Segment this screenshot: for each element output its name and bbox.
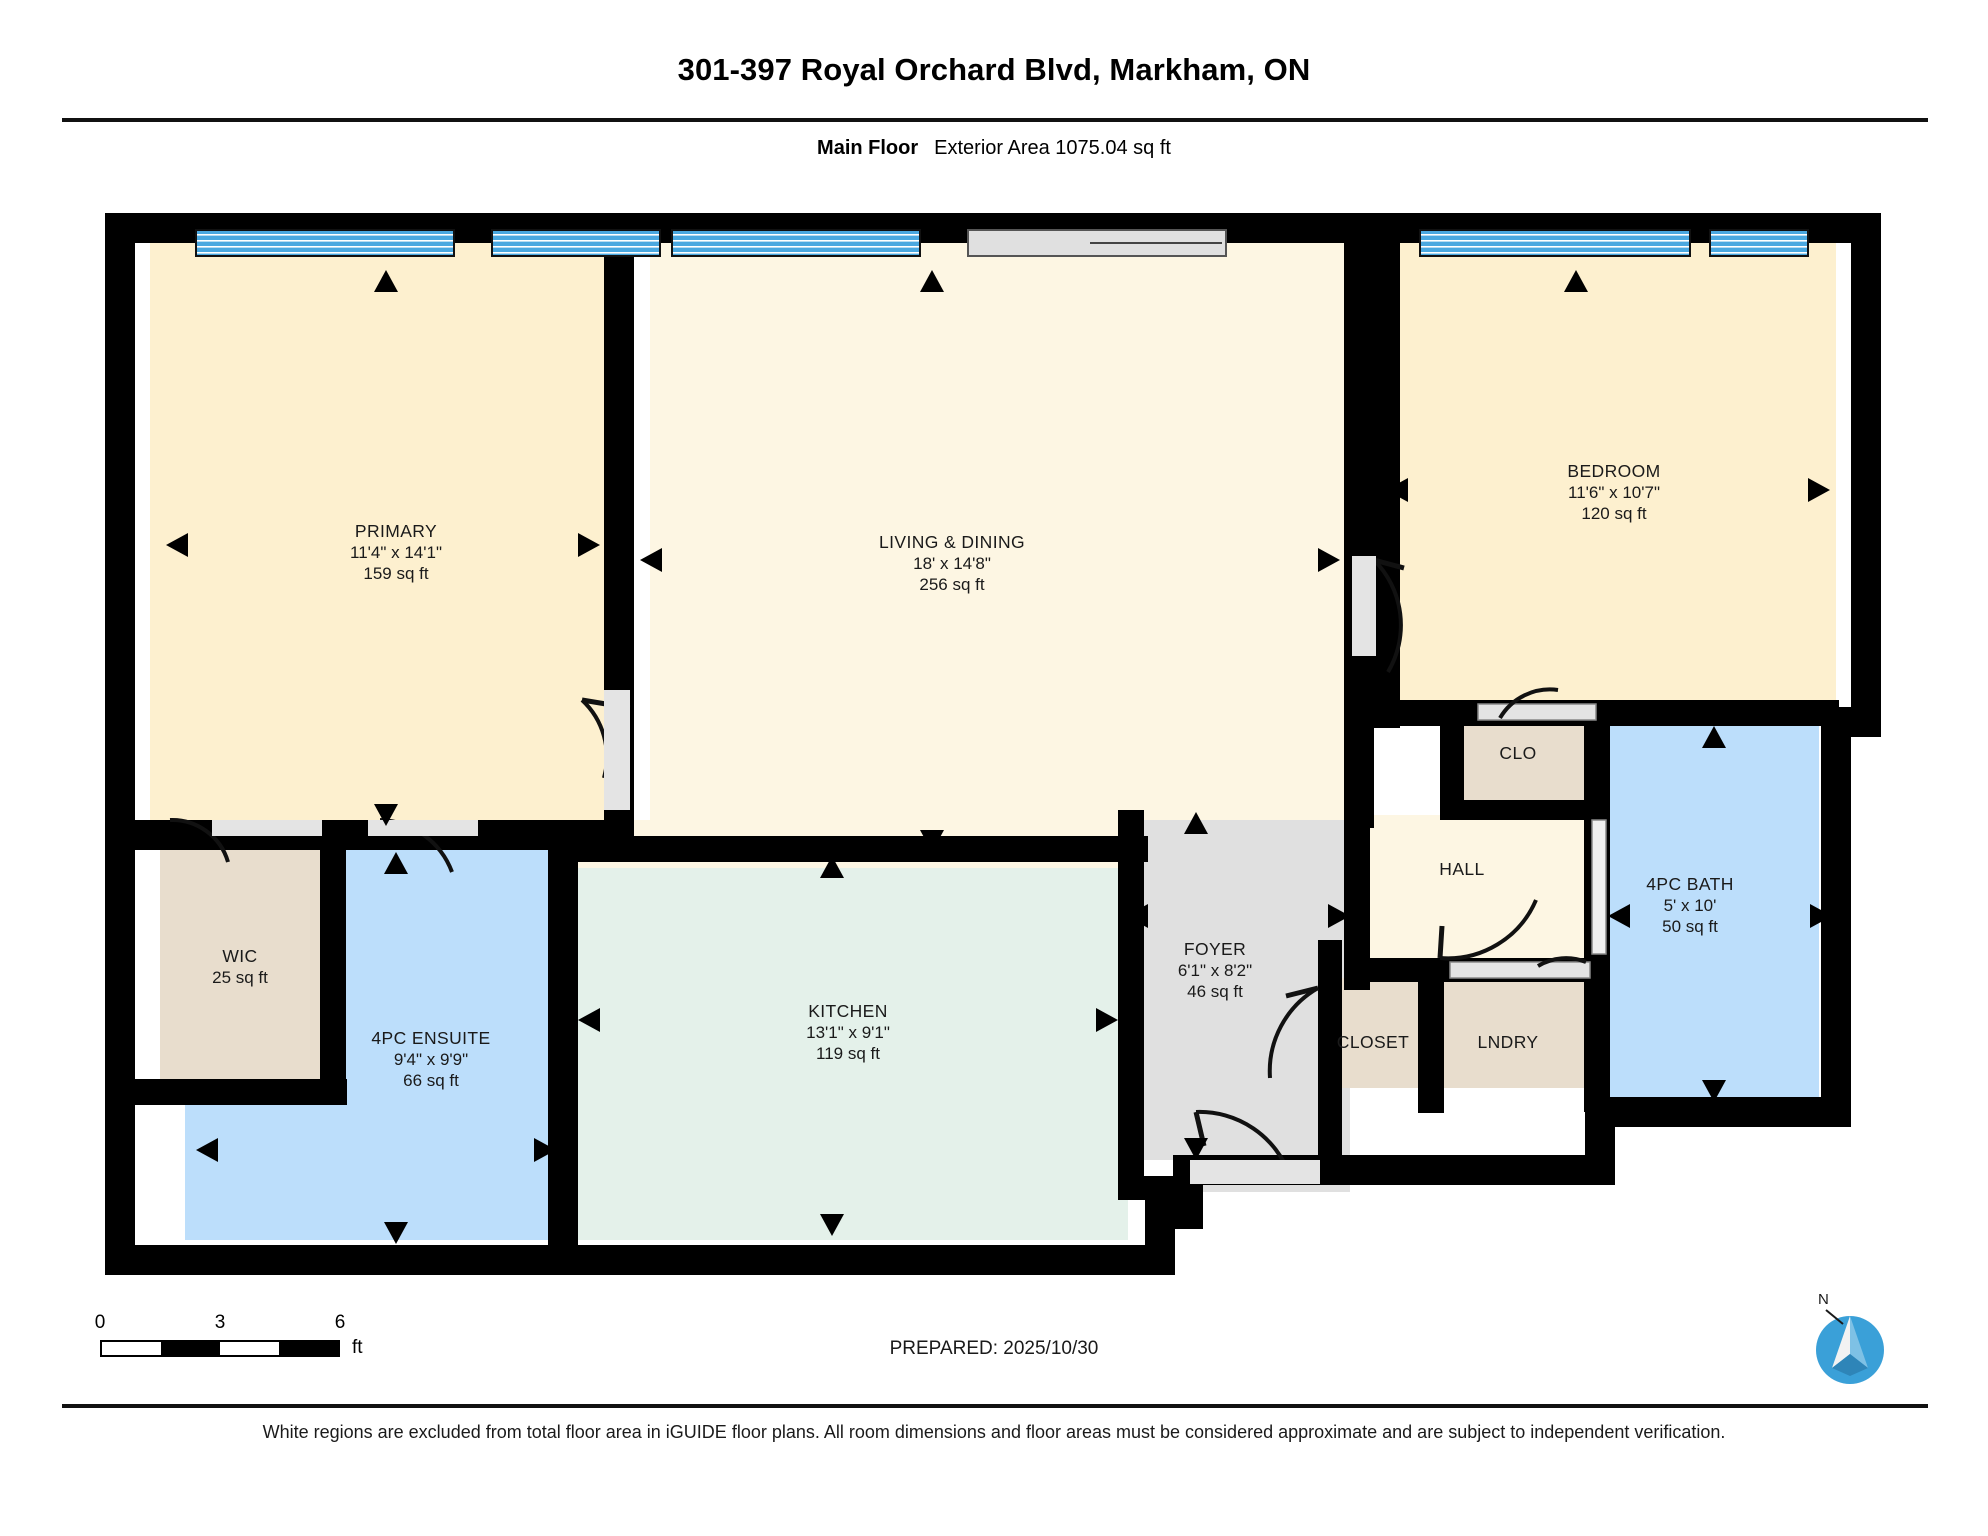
- dim-arrow-living-right: [1318, 548, 1340, 572]
- door-clo: [1477, 703, 1597, 721]
- exterior-area-label: Exterior Area 1075.04 sq ft: [934, 137, 1171, 159]
- dim-arrow-foyer-left: [1126, 904, 1148, 928]
- wall-hall-left: [1344, 700, 1370, 990]
- windows: [195, 229, 1809, 257]
- door-bedroom: [1372, 558, 1403, 674]
- scale-tick-6: 6: [334, 1312, 346, 1333]
- dim-arrow-primary-down: [374, 804, 398, 826]
- dim-arrow-foyer-down: [1184, 1138, 1208, 1160]
- footer-divider: [62, 1404, 1928, 1408]
- wall-living-kitchen: [548, 836, 1148, 862]
- dim-arrow-bath-right: [1810, 904, 1832, 928]
- door-entry-jamb: [1190, 1160, 1320, 1184]
- dim-arrow-primary-up: [374, 270, 398, 292]
- door-clo-swing: [1498, 687, 1559, 720]
- window-bedroom-right: [1709, 229, 1809, 257]
- room-fill-bath: [1607, 718, 1819, 1098]
- room-fill-closet: [1338, 978, 1423, 1088]
- door-bedroom-leaf: [1373, 557, 1405, 571]
- door-lndry-swing: [1536, 956, 1587, 968]
- wall-kitchen-foyer: [1118, 810, 1144, 1200]
- door-bedroom-jamb: [1352, 556, 1376, 656]
- dim-arrow-ensuite-up: [384, 852, 408, 874]
- window-primary-right: [491, 229, 661, 257]
- room-fills: [150, 243, 1836, 1240]
- window-living-left: [671, 229, 921, 257]
- doors: [169, 556, 1607, 1184]
- room-fill-ensuite: [185, 845, 560, 1240]
- room-fill-clo: [1462, 718, 1602, 808]
- room-fill-kitchen: [578, 868, 1128, 1240]
- door-lndry: [1449, 961, 1591, 979]
- room-fill-foyer: [1128, 820, 1350, 1192]
- dim-arrow-bath-down: [1702, 1080, 1726, 1102]
- floor-label: Main Floor: [817, 137, 919, 159]
- scale-tick-labels: 0 3 6: [95, 1312, 360, 1338]
- dim-arrow-primary-right: [578, 533, 600, 557]
- floor-subtitle: Main Floor Exterior Area 1075.04 sq ft: [0, 137, 1988, 160]
- page-title: 301-397 Royal Orchard Blvd, Markham, ON: [677, 52, 1311, 87]
- dim-arrow-bath-left: [1608, 904, 1630, 928]
- wall-wic-ensuite: [320, 835, 346, 1105]
- dim-arrow-bedroom-up: [1564, 270, 1588, 292]
- dim-arrow-bedroom-left: [1386, 478, 1408, 502]
- door-hall-leaf: [1437, 925, 1445, 959]
- dim-arrow-bath-up: [1702, 726, 1726, 748]
- scale-seg-2: [161, 1342, 220, 1355]
- disclaimer-text: White regions are excluded from total fl…: [262, 1422, 1726, 1442]
- scale-bar-graphic: [100, 1340, 340, 1357]
- window-primary-left: [195, 229, 455, 257]
- door-closet: [1267, 986, 1319, 1079]
- wall-clo-bottom: [1440, 800, 1610, 820]
- scale-bar: 0 3 6 ft: [95, 1312, 363, 1358]
- room-fill-living: [578, 243, 1352, 868]
- wall-wic-bottom: [135, 1079, 347, 1105]
- compass-rose-icon: N: [1816, 1291, 1884, 1384]
- dim-arrow-foyer-right: [1328, 904, 1350, 928]
- door-hall: [1439, 899, 1538, 961]
- dim-arrow-kitchen-left: [578, 1008, 600, 1032]
- door-primary-jamb: [604, 690, 630, 810]
- wall-bedroom-left: [1374, 228, 1400, 728]
- dim-arrow-primary-left: [166, 533, 188, 557]
- dim-arrow-kitchen-down: [820, 1214, 844, 1236]
- dim-arrow-living-left: [640, 548, 662, 572]
- room-fill-wic: [160, 845, 320, 1093]
- prepared-date: PREPARED: 2025/10/30: [889, 1338, 1099, 1359]
- scale-seg-4: [279, 1342, 338, 1355]
- dim-arrow-ensuite-down: [384, 1222, 408, 1244]
- room-fill-bedroom: [1400, 243, 1836, 721]
- door-wic: [169, 817, 230, 863]
- scale-tick-3: 3: [214, 1312, 226, 1333]
- dim-arrow-ensuite-left: [196, 1138, 218, 1162]
- title-divider: [62, 118, 1928, 122]
- wall-ensuite-kitchen: [548, 835, 578, 1260]
- scale-tick-0: 0: [94, 1312, 106, 1333]
- door-wic-jamb: [212, 820, 322, 836]
- room-fill-primary: [150, 243, 618, 835]
- dim-arrow-ensuite-right: [534, 1138, 556, 1162]
- wall-foyer-bottom: [1118, 1176, 1203, 1200]
- dim-arrow-foyer-up: [1184, 812, 1208, 834]
- exterior-wall: [105, 213, 1881, 1275]
- dim-arrow-living-up: [920, 270, 944, 292]
- room-fill-hall: [1355, 815, 1600, 965]
- wall-closet-lndry: [1418, 958, 1444, 1113]
- dimension-arrows: [166, 270, 1832, 1244]
- room-fill-lndry: [1440, 978, 1600, 1088]
- dim-arrow-kitchen-right: [1096, 1008, 1118, 1032]
- dim-arrow-living-down: [920, 830, 944, 852]
- compass-north-label: N: [1818, 1291, 1829, 1308]
- window-bedroom-left: [1419, 229, 1691, 257]
- dim-arrow-bedroom-right: [1808, 478, 1830, 502]
- door-closet-leaf: [1285, 985, 1319, 999]
- dim-arrow-kitchen-up: [820, 856, 844, 878]
- door-bath: [1591, 819, 1607, 955]
- door-ensuite-jamb: [368, 820, 478, 836]
- scale-unit-label: ft: [352, 1337, 363, 1358]
- wall-foyer-closet: [1318, 940, 1342, 1180]
